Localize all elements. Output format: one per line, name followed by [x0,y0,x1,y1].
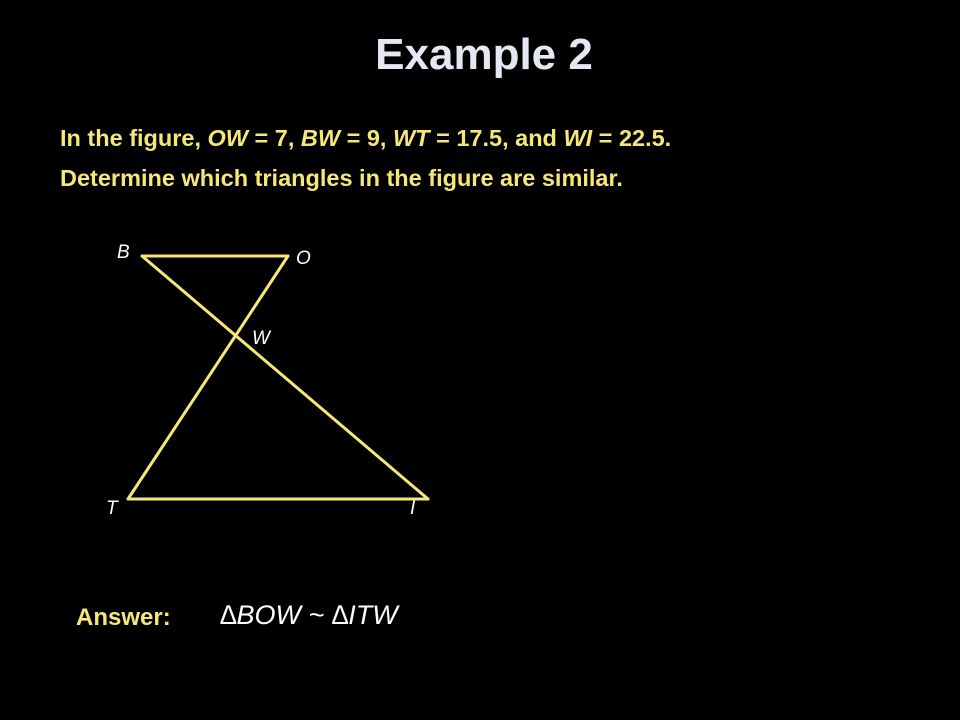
slide-title: Example 2 [375,30,593,79]
segment-ow-name: OW [207,125,248,151]
segment-wt-name: WT [393,125,430,151]
segment-bw-name: BW [300,125,341,151]
vertex-label-o: O [296,248,311,269]
vertex-label-b: B [117,242,130,263]
segment-wi-name: WI [563,125,593,151]
answer-label: Answer: [76,604,171,631]
segment-bi [140,254,430,501]
segment-wi-value: = 22.5. [592,125,672,151]
vertex-label-i: I [410,498,416,519]
segment-ow-value: = 7, [248,125,301,151]
vertex-label-w: W [252,328,272,349]
problem-statement: In the figure, OW = 7, BW = 9, WT = 17.5… [60,118,940,198]
problem-intro: In the figure, [60,125,208,151]
segment-ot [126,254,290,501]
segment-wt-value: = 17.5, and [429,125,564,151]
vertex-label-t: T [106,498,119,519]
problem-line-1: In the figure, OW = 7, BW = 9, WT = 17.5… [60,118,940,158]
segment-bw-value: = 9, [340,125,393,151]
answer-value: ∆BOW ~ ∆ITW [220,600,398,630]
problem-line-2: Determine which triangles in the figure … [60,165,623,191]
